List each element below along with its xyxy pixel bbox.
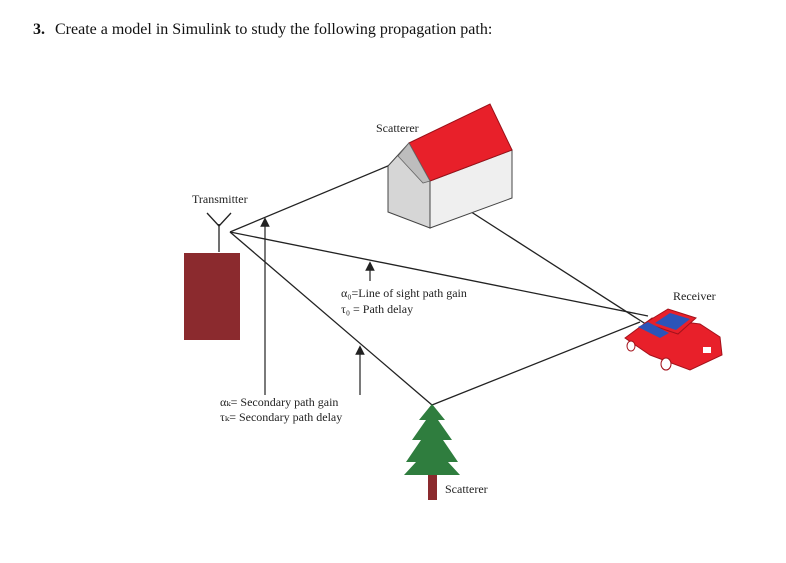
secondary-delay-label: τₖ= Secondary path delay: [220, 410, 342, 424]
scatterer-top-label: Scatterer: [376, 121, 419, 135]
transmitter-label: Transmitter: [192, 192, 248, 206]
path-line-of-sight: [229, 231, 649, 317]
receiver-label: Receiver: [673, 289, 716, 303]
question-text: Create a model in Simulink to study the …: [55, 21, 493, 38]
annotation-arrows: [260, 217, 375, 395]
receiver-car-icon: [624, 308, 723, 371]
path-tree-to-rx: [431, 321, 641, 406]
secondary-gain-label: αₖ= Secondary path gain: [220, 395, 338, 409]
building-scatterer-icon: [387, 103, 513, 229]
path-tx-to-tree: [229, 231, 433, 406]
path-tx-to-building: [229, 162, 396, 233]
tree-scatterer-icon: [404, 404, 460, 500]
los-delay-label: τ₀ = Path delay: [341, 302, 413, 316]
question-heading: 3. Create a model in Simulink to study th…: [33, 20, 492, 40]
los-gain-label: α₀=Line of sight path gain: [341, 286, 467, 300]
question-number: 3.: [33, 21, 45, 38]
scatterer-bottom-label: Scatterer: [445, 482, 488, 496]
transmitter-icon: [184, 212, 240, 340]
